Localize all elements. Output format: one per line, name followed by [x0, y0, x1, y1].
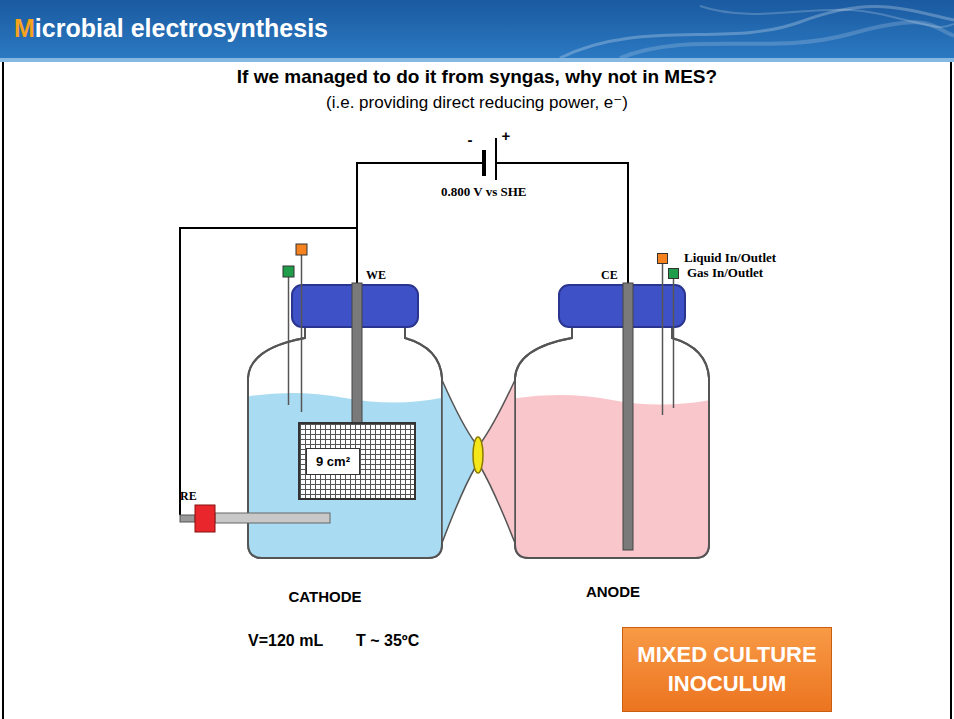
anode-cap [559, 285, 685, 327]
reference-electrode-tube [215, 513, 330, 523]
polarity-sign: + [502, 127, 511, 144]
wire [357, 163, 484, 285]
slide-title: Microbial electrosynthesis [14, 14, 328, 43]
slide-frame [950, 62, 952, 719]
gas-port-line [673, 279, 675, 408]
wire [496, 163, 628, 285]
liquid-port-line [301, 255, 303, 412]
inoculum-box: MIXED CULTURE INOCULUM [622, 627, 832, 712]
legend-swatch [657, 253, 668, 264]
battery-plate [495, 138, 497, 180]
anode-chamber: ANODE [515, 262, 711, 612]
title-bar [0, 0, 954, 58]
counter-electrode-rod [623, 283, 633, 550]
bar-wave [560, 7, 954, 58]
legend-text: Liquid In/Outlet [684, 250, 776, 266]
electrode-label: WE [366, 268, 386, 283]
volume-label: V=120 mL [248, 632, 323, 650]
legend-swatch [668, 268, 679, 279]
bar-stripe [0, 58, 954, 62]
polarity-sign: - [468, 131, 473, 148]
catholyte [240, 393, 450, 570]
reference-electrode-head [195, 505, 215, 532]
bridge-cathode-side [442, 380, 476, 543]
chamber-label: ANODE [586, 583, 640, 600]
battery-plate [482, 150, 486, 176]
gas-port-line [288, 277, 290, 405]
gas-port [283, 266, 294, 277]
temperature-label: T ~ 35ºC [356, 632, 419, 650]
electrode-label: RE [180, 489, 197, 504]
potential-label: 0.800 V vs SHE [441, 184, 527, 200]
legend-text: Gas In/Outlet [687, 265, 763, 281]
node-text: MIXED CULTURE INOCULUM [633, 641, 821, 698]
bar-wave [700, 6, 954, 27]
bridge-anode-side [480, 380, 515, 543]
bar-wave [620, 22, 954, 58]
working-electrode-rod [352, 283, 362, 424]
electrode-label: CE [601, 268, 618, 283]
subtitle-note: (i.e. providing direct reducing power, e… [326, 92, 628, 113]
liquid-port [296, 244, 307, 255]
slide-frame [2, 62, 4, 719]
cathode-chamber: CATHODE 9 cm² [248, 262, 444, 612]
membrane [473, 437, 483, 473]
electrode-mesh: 9 cm² [298, 422, 416, 500]
anode-bottle-outline [515, 318, 709, 558]
anolyte [505, 395, 720, 570]
reference-electrode-stub [180, 515, 195, 522]
liquid-port-line [662, 264, 664, 415]
chamber-label: CATHODE [288, 588, 361, 605]
subtitle: If we managed to do it from syngas, why … [237, 66, 717, 88]
electrode-area: 9 cm² [306, 448, 360, 475]
